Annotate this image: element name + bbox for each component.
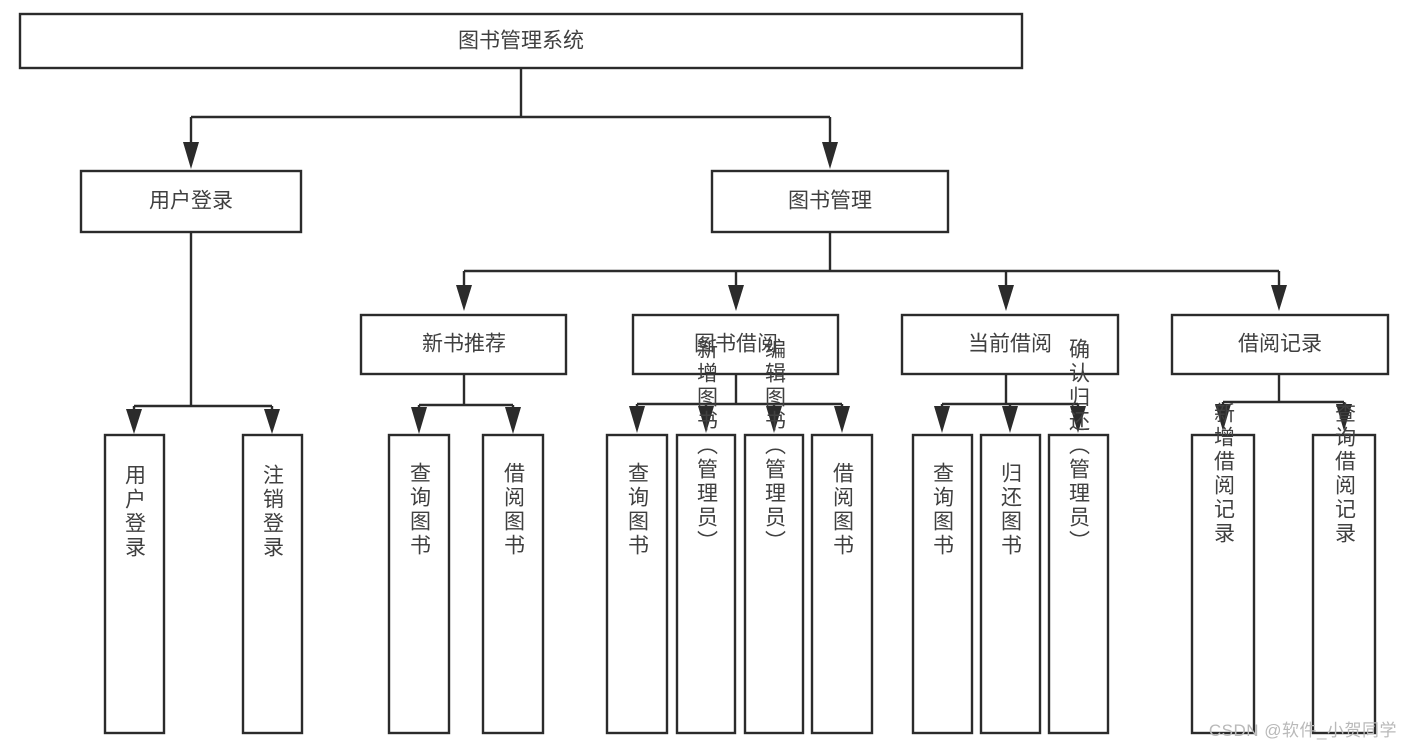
arrow-head-leaf-user-login xyxy=(126,409,142,434)
node-leaf-add-record[interactable]: 新增借阅记录 xyxy=(1190,402,1256,735)
node-leaf-borrow-book[interactable]: 借阅图书 xyxy=(810,433,874,735)
node-leaf-borrow-book-new-box[interactable] xyxy=(481,433,545,735)
node-leaf-query-book-new-label: 查询图书 xyxy=(408,462,432,558)
node-leaf-return-book-label: 归还图书 xyxy=(999,462,1023,558)
node-borrow-record-label: 借阅记录 xyxy=(1238,333,1322,356)
node-leaf-user-login-box[interactable] xyxy=(103,433,166,735)
node-leaf-confirm-return-label: 确认归还（管理员） xyxy=(1067,338,1091,554)
node-book-management-box[interactable] xyxy=(710,169,950,234)
node-leaf-add-book[interactable]: 新增图书（管理员） xyxy=(675,338,737,735)
node-user-login-label: 用户登录 xyxy=(149,190,233,213)
node-leaf-query-book-borrow[interactable]: 查询图书 xyxy=(605,433,669,735)
node-leaf-return-book[interactable]: 归还图书 xyxy=(979,433,1042,735)
node-leaf-confirm-return[interactable]: 确认归还（管理员） xyxy=(1047,338,1110,735)
node-book-management[interactable]: 图书管理 xyxy=(710,169,950,234)
arrow-head-leaf-query-book-borrow xyxy=(629,406,645,433)
arrow-head-leaf-borrow-book xyxy=(834,406,850,433)
connector-group-book-management xyxy=(456,232,1287,311)
node-leaf-edit-book-box[interactable] xyxy=(743,433,805,735)
arrow-head-user-login xyxy=(183,142,199,169)
node-leaf-query-book-new-box[interactable] xyxy=(387,433,451,735)
node-leaf-query-book-current-label: 查询图书 xyxy=(931,462,955,558)
node-leaf-return-book-box[interactable] xyxy=(979,433,1042,735)
connector-group-current-borrow xyxy=(934,374,1086,433)
arrow-head-leaf-edit-book xyxy=(766,406,782,433)
arrow-head-leaf-logout-login xyxy=(264,409,280,434)
node-leaf-query-record[interactable]: 查询借阅记录 xyxy=(1311,402,1377,735)
node-leaf-logout-login-label: 注销登录 xyxy=(261,464,285,560)
connector-group-new-book-recommend xyxy=(411,374,521,434)
arrow-head-new-book-recommend xyxy=(456,285,472,311)
node-leaf-edit-book[interactable]: 编辑图书（管理员） xyxy=(743,338,805,735)
node-leaf-edit-book-label: 编辑图书（管理员） xyxy=(763,338,787,554)
node-leaf-query-book-current-box[interactable] xyxy=(911,433,974,735)
node-book-management-label: 图书管理 xyxy=(788,190,872,213)
node-leaf-logout-login[interactable]: 注销登录 xyxy=(241,433,304,735)
node-leaf-query-record-box[interactable] xyxy=(1311,433,1377,735)
node-leaf-query-book-borrow-box[interactable] xyxy=(605,433,669,735)
node-leaf-borrow-book-label: 借阅图书 xyxy=(831,462,855,558)
node-borrow-record[interactable]: 借阅记录 xyxy=(1170,313,1390,376)
arrow-head-leaf-add-record xyxy=(1215,404,1231,431)
node-user-login[interactable]: 用户登录 xyxy=(79,169,303,234)
node-book-borrow-label: 图书借阅 xyxy=(694,333,778,356)
arrow-head-leaf-return-book xyxy=(1002,406,1018,433)
node-leaf-query-record-label: 查询借阅记录 xyxy=(1333,402,1357,546)
node-book-borrow[interactable]: 图书借阅 xyxy=(631,313,840,376)
arrow-head-book-management xyxy=(822,142,838,169)
arrow-head-leaf-add-book xyxy=(698,406,714,433)
node-leaf-query-book-new[interactable]: 查询图书 xyxy=(387,433,451,735)
node-leaf-borrow-book-new-label: 借阅图书 xyxy=(502,462,526,558)
node-leaf-borrow-book-box[interactable] xyxy=(810,433,874,735)
arrow-head-borrow-record xyxy=(1271,285,1287,311)
node-leaf-confirm-return-box[interactable] xyxy=(1047,433,1110,735)
arrow-head-leaf-confirm-return xyxy=(1070,406,1086,433)
node-new-book-recommend-label: 新书推荐 xyxy=(422,333,506,356)
node-new-book-recommend-box[interactable] xyxy=(359,313,568,376)
arrow-head-leaf-query-book-current xyxy=(934,406,950,433)
node-root-label: 图书管理系统 xyxy=(458,30,584,53)
node-leaf-add-record-box[interactable] xyxy=(1190,433,1256,735)
arrow-head-leaf-query-record xyxy=(1336,404,1352,431)
node-leaf-query-book-current[interactable]: 查询图书 xyxy=(911,433,974,735)
node-root[interactable]: 图书管理系统 xyxy=(18,12,1024,70)
node-leaf-add-record-label: 新增借阅记录 xyxy=(1212,402,1236,546)
node-root-box[interactable] xyxy=(18,12,1024,70)
node-leaf-add-book-box[interactable] xyxy=(675,433,737,735)
node-leaf-logout-login-box[interactable] xyxy=(241,433,304,735)
connector-group-root xyxy=(183,68,838,169)
node-new-book-recommend[interactable]: 新书推荐 xyxy=(359,313,568,376)
node-borrow-record-box[interactable] xyxy=(1170,313,1390,376)
node-leaf-borrow-book-new[interactable]: 借阅图书 xyxy=(481,433,545,735)
arrow-head-leaf-query-book-new xyxy=(411,407,427,434)
node-leaf-query-book-borrow-label: 查询图书 xyxy=(626,462,650,558)
arrow-head-leaf-borrow-book-new xyxy=(505,407,521,434)
connector-group-borrow-record xyxy=(1215,374,1352,431)
node-current-borrow-box[interactable] xyxy=(900,313,1120,376)
node-user-login-box[interactable] xyxy=(79,169,303,234)
connector-group-user-login xyxy=(126,232,280,434)
node-current-borrow[interactable]: 当前借阅 xyxy=(900,313,1120,376)
node-current-borrow-label: 当前借阅 xyxy=(968,333,1052,356)
node-book-borrow-box[interactable] xyxy=(631,313,840,376)
node-leaf-user-login-label: 用户登录 xyxy=(123,464,147,560)
node-leaf-user-login[interactable]: 用户登录 xyxy=(103,433,166,735)
connector-group-book-borrow xyxy=(629,374,850,433)
arrow-head-book-borrow xyxy=(728,285,744,311)
arrow-head-current-borrow xyxy=(998,285,1014,311)
node-leaf-add-book-label: 新增图书（管理员） xyxy=(695,338,719,554)
